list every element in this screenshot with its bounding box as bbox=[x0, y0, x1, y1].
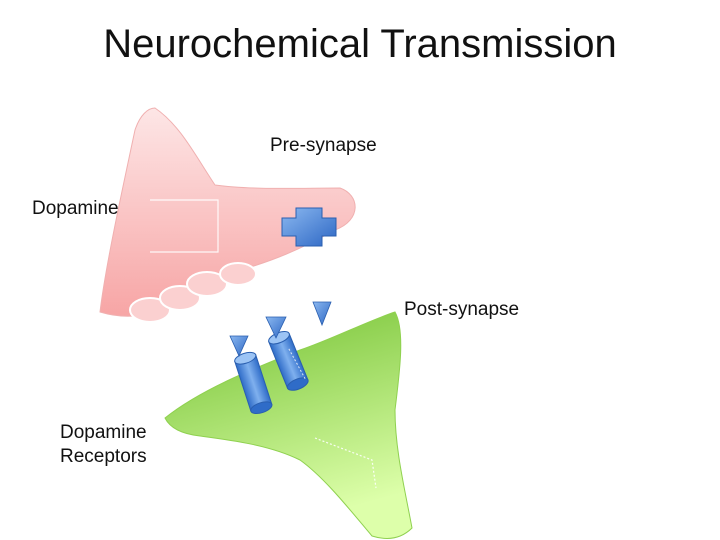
pre-synapse-label: Pre-synapse bbox=[270, 135, 377, 156]
post-synapse-terminal bbox=[164, 311, 413, 539]
vesicle bbox=[219, 262, 257, 286]
post-synapse-label: Post-synapse bbox=[404, 299, 520, 320]
receptors-label-line2: Receptors bbox=[60, 446, 147, 467]
dopamine-receptor bbox=[268, 331, 309, 391]
dopamine-receptor bbox=[234, 351, 273, 415]
slide-title: Neurochemical Transmission bbox=[103, 22, 617, 66]
dopamine-transporter bbox=[281, 207, 337, 247]
dopamine-molecule bbox=[312, 301, 332, 327]
dopamine-molecule bbox=[265, 316, 287, 339]
receptors-label-line1: Dopamine bbox=[60, 422, 147, 443]
vesicle bbox=[186, 271, 228, 297]
synaptic-vesicles bbox=[129, 262, 257, 323]
dopamine-molecules bbox=[229, 301, 332, 357]
vesicle bbox=[159, 285, 201, 311]
dopamine-receptors-label: Dopamine Receptors bbox=[60, 421, 147, 469]
vesicle bbox=[129, 297, 171, 323]
dopamine-label: Dopamine bbox=[32, 198, 119, 219]
dopamine-molecule bbox=[229, 335, 249, 357]
